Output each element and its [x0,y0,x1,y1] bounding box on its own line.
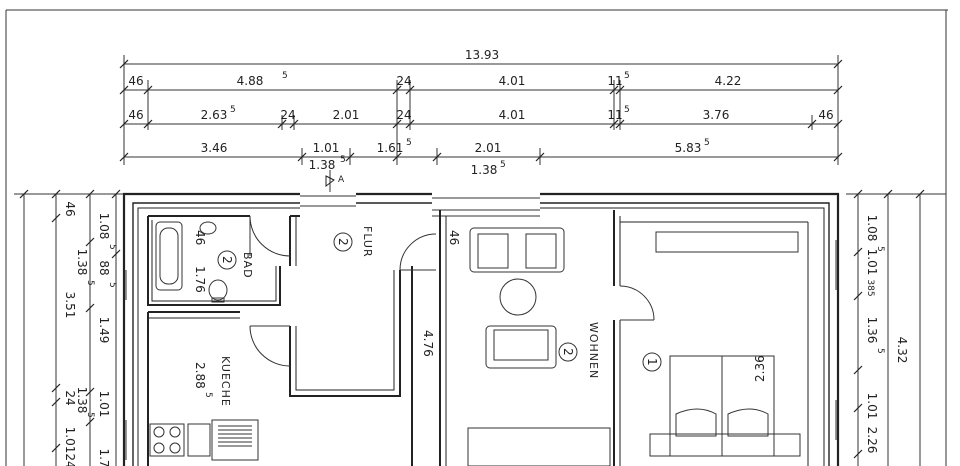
dim-row2-5: 11 [607,74,622,88]
kueche-room-name: KUECHE [219,356,232,407]
dim-right-8: 1.01 [865,393,879,420]
bedroom-furniture [649,231,801,457]
bad-room-name: BAD [241,252,254,279]
dim-row3-2: 2.63 [201,108,228,122]
dim-left-8: 3.51 [63,292,77,319]
dim-row3-9: 46 [818,108,833,122]
living-furniture [467,227,611,466]
dim-left-11: 1.38 [75,387,89,414]
dim-right-3: 1.01 [865,249,879,276]
dim-left-2: 1.08 [97,213,111,240]
room-labels: 2 BAD 46 1.76 2 FLUR 46 KUECHE 2.88 5 2 … [193,226,767,407]
dim-left-6: 1.38 [75,249,89,276]
top-dimensions: 13.93 46 4.88 5 24 4.01 11 5 4.22 46 2.6… [119,48,843,177]
dim-left-9: 1.49 [97,317,111,344]
dim-row4-3: 1.61 [377,141,404,155]
bedroom-number: 1 [645,358,659,366]
dim-row2-2-sup: 5 [282,71,288,81]
dim-left-13: 24 [63,390,77,405]
armchair-icon [485,325,557,369]
dim-left-15: 24 [63,453,77,466]
stove-icon [149,423,185,457]
dim-left-5: 5 [107,282,117,288]
dim-left-7: 5 [85,280,95,286]
dim-left-14: 1.01 [63,427,77,454]
dim-row4-4: 2.01 [475,141,502,155]
dim-row3-7: 11 [607,108,622,122]
building-walls [122,192,840,466]
dim-total-width: 13.93 [465,48,499,62]
table-icon [499,278,537,316]
flur-room-name: FLUR [361,226,374,258]
dim-row4-below-2-sup: 5 [500,160,506,170]
dim-row3-2-sup: 5 [230,105,236,115]
dim-right-1: 1.08 [865,215,879,242]
dim-right-2: 5 [875,246,885,252]
right-dimensions: 1.08 5 1.01 385 1.36 5 4.32 1.01 2.26 [846,189,946,466]
sideboard-icon [467,427,611,466]
dim-row3-7-sup: 5 [624,105,630,115]
dim-row4-1: 3.46 [201,141,228,155]
dim-left-12: 5 [85,412,95,418]
dim-row3-4: 2.01 [333,108,360,122]
dim-row4-below-1: 1.38 [309,158,336,172]
sofa-icon [469,227,565,273]
dim-row3-5: 24 [396,108,411,122]
bad-dim-a: 46 [193,230,207,245]
bathroom-fixtures [155,221,228,303]
dim-row4-2: 1.01 [313,141,340,155]
flur-room-number-circle [333,232,353,252]
kueche-dim: 2.88 [193,362,207,389]
doors [249,215,655,367]
dim-row2-5-sup: 5 [624,71,630,81]
flur-room-number: 2 [336,238,350,246]
dim-right-7: 4.32 [895,337,909,364]
bad-room-number-circle [217,250,237,270]
dim-left-10: 1.01 [97,391,111,418]
dim-row3-1: 46 [128,108,143,122]
kueche-dim-sup: 5 [203,392,213,398]
kitchen-fixtures [149,419,259,461]
dim-left-16: 1.7 [97,448,111,466]
dim-right-5: 1.36 [865,317,879,344]
toilet-icon [208,279,228,301]
dim-row3-8: 3.76 [703,108,730,122]
dim-left-4: 88 [97,260,111,275]
sink-icon [199,221,217,235]
fridge-icon [187,423,211,457]
left-dimensions: 46 1.08 5 88 5 1.38 5 3.51 1.49 1.01 1.3… [14,189,124,466]
bad-dim-b: 1.76 [193,266,207,293]
dim-left-1: 46 [63,201,77,216]
dim-right-6: 5 [875,348,885,354]
bathtub-icon [155,221,183,291]
wohnen-room-number-circle [558,342,578,362]
dim-row4-5: 5.83 [675,141,702,155]
dim-right-4: 385 [865,279,875,296]
bedroom-note: 2.36 [753,355,767,382]
dim-row4-below-1-sup: 5 [340,155,346,165]
dim-row4-below-2: 1.38 [471,163,498,177]
section-marker-label: A [338,175,345,185]
dim-row2-1: 46 [128,74,143,88]
section-marker: A [325,170,345,192]
dim-row4-5-sup: 5 [704,138,710,148]
wohnen-dim: 4.76 [421,330,435,357]
wardrobe-icon [655,231,799,253]
dim-row4-3-sup: 5 [406,138,412,148]
dim-left-3: 5 [107,244,117,250]
bedroom-number-circle [642,352,662,372]
flur-dim: 46 [447,230,461,245]
bad-room-number: 2 [220,256,234,264]
dim-row2-3: 24 [396,74,411,88]
dim-row2-4: 4.01 [499,74,526,88]
sink-unit-icon [211,419,259,461]
dim-row3-6: 4.01 [499,108,526,122]
dim-row2-6: 4.22 [715,74,742,88]
wohnen-room-name: WOHNEN [587,322,600,379]
dim-row2-2: 4.88 [237,74,264,88]
wohnen-room-number: 2 [561,348,575,356]
dim-right-9: 2.26 [865,427,879,454]
dim-row3-3: 24 [280,108,295,122]
